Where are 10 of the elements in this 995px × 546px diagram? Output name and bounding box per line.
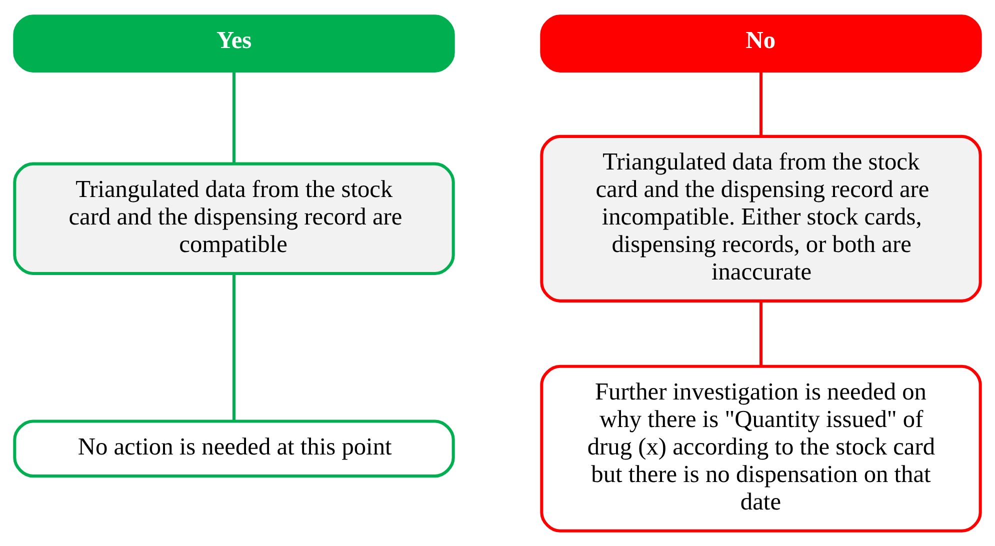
node-box: No action is needed at this point [13, 419, 455, 478]
node-box: Triangulated data from the stock card and the dispensing record are compatible [13, 162, 455, 275]
node-box: Triangulated data from the stock card and the dispensing record are incompatible. Either stock cards, dispensing records, or both are inaccurate [540, 134, 982, 302]
connector [232, 273, 236, 421]
node-box: Further investigation is needed on why there is "Quantity issued" of drug (x) according to the stock card but there is no dispensation on that date [540, 364, 982, 532]
node-box: No [540, 14, 982, 72]
connector [759, 70, 763, 136]
connector [759, 300, 763, 366]
node-box: Yes [13, 14, 455, 72]
connector [232, 70, 236, 163]
